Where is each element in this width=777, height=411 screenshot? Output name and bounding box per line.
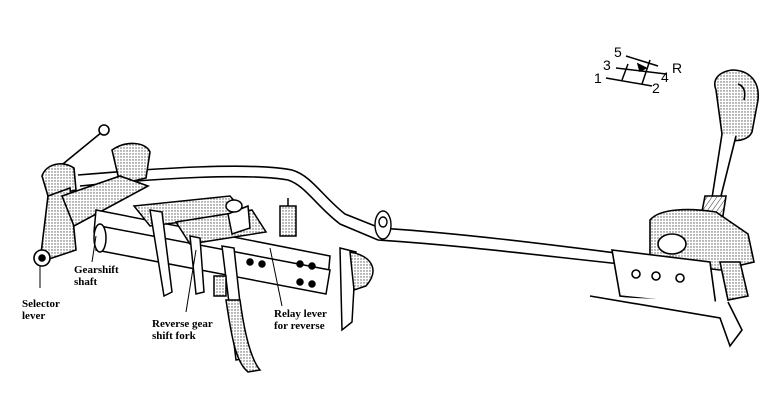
leader-lines — [39, 235, 283, 313]
gear-reverse-label: R — [672, 60, 683, 76]
gear-4-label: 4 — [661, 69, 669, 85]
shift-rod — [77, 165, 641, 267]
shift-pattern-diagram — [605, 55, 667, 87]
relay-lever-label: Relay lever for reverse — [274, 308, 327, 332]
rod-clamp — [374, 210, 392, 240]
gearshift-shaft-label: Gearshift shaft — [74, 264, 119, 288]
gear-2-label: 2 — [652, 80, 660, 96]
selector-linkage — [33, 124, 151, 267]
shift-forks — [132, 195, 374, 373]
gear-3-label: 3 — [603, 57, 611, 73]
selector-lever-label: Selector lever — [22, 298, 60, 322]
gear-1-label: 1 — [594, 70, 602, 86]
gear-lever-housing — [589, 208, 755, 348]
gear-5-label: 5 — [614, 44, 622, 60]
gear-lever — [699, 69, 759, 223]
reverse-gear-shift-fork-label: Reverse gear shift fork — [152, 318, 213, 342]
